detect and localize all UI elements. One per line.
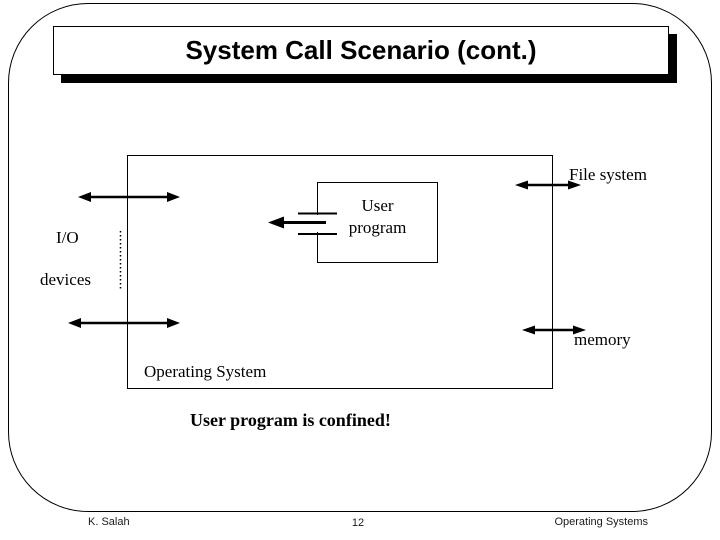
footer-course: Operating Systems [554,516,648,528]
footer-author: K. Salah [88,516,130,528]
devices-label: devices [40,270,91,289]
operating-system-box [127,155,553,389]
operating-system-label: Operating System [144,362,267,381]
user-program-label: User program [348,196,407,237]
slide-title: System Call Scenario (cont.) [185,35,537,65]
footer: K. Salah 12 Operating Systems [0,514,720,534]
user-program-box: User program [317,182,438,263]
title-box: System Call Scenario (cont.) [53,26,669,75]
file-system-label: File system [569,165,647,184]
caption-text: User program is confined! [190,410,391,430]
memory-label: memory [574,330,631,349]
io-label: I/O [56,228,79,247]
slide-rounded-border [8,3,712,512]
footer-page-number: 12 [351,517,365,529]
